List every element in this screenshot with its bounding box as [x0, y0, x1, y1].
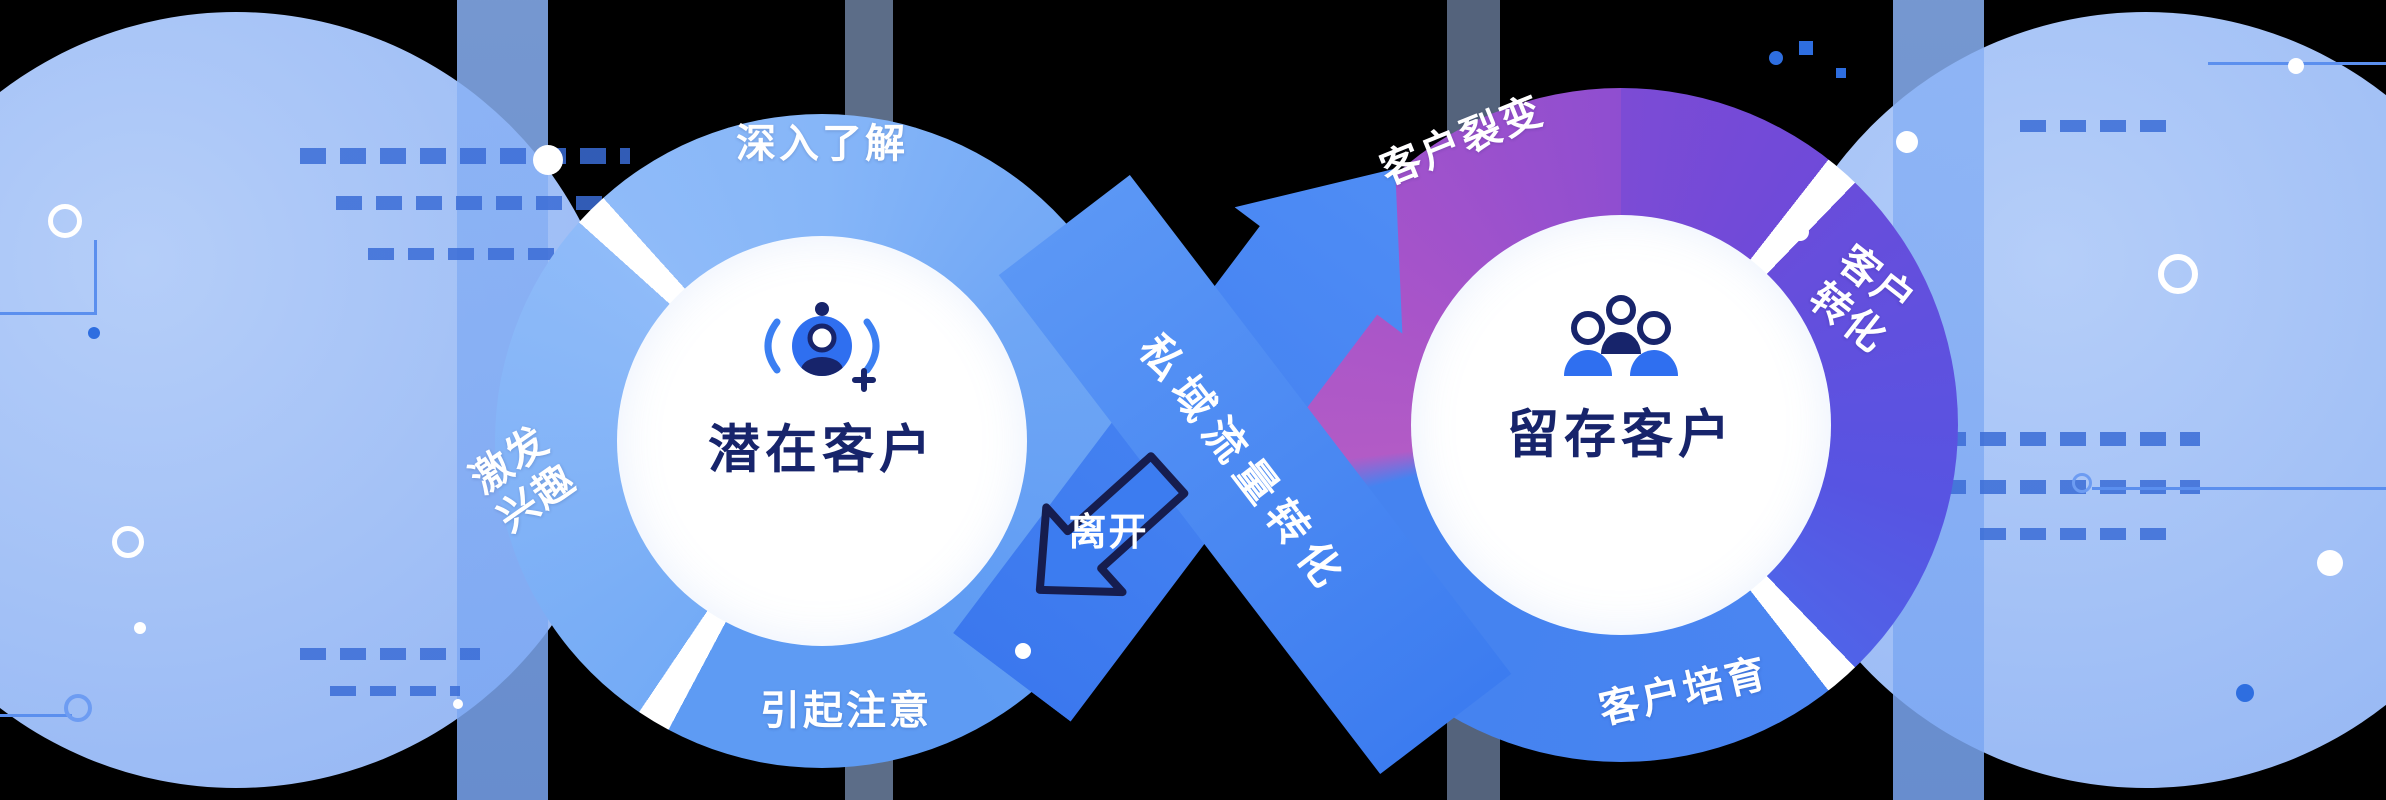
prospect-search-icon	[757, 300, 887, 404]
ring-notch-dot	[1791, 223, 1809, 241]
decor-ring	[112, 526, 144, 558]
decor-dot	[134, 622, 146, 634]
user-group-icon	[1546, 288, 1696, 392]
glitch-pixels	[1940, 480, 2200, 494]
leave-arrow: 离开	[982, 414, 1224, 653]
retention-center-label: 留存客户	[1490, 388, 1752, 472]
glitch-pixels	[336, 196, 606, 210]
segment-label-deep-understanding: 深入了解	[736, 121, 908, 167]
glitch-pixels	[300, 148, 630, 164]
circuit-line	[0, 312, 96, 315]
leave-arrow-label: 离开	[1068, 509, 1149, 554]
decor-dot	[533, 145, 563, 175]
glitch-pixels	[1980, 528, 2180, 540]
decor-dot	[1896, 131, 1918, 153]
decor-square	[1836, 68, 1846, 78]
decor-dot	[2317, 550, 2343, 576]
decor-dot	[2288, 58, 2304, 74]
decor-dot	[453, 699, 463, 709]
decor-ring	[2158, 254, 2198, 294]
circuit-line	[0, 714, 72, 717]
decor-dot	[1769, 51, 1783, 65]
decor-ring	[48, 204, 82, 238]
glitch-pixels	[1900, 432, 2200, 446]
leave-arrow-shape	[1035, 452, 1189, 597]
circuit-line	[2092, 487, 2386, 490]
glitch-pixels	[2020, 120, 2180, 132]
prospect-center-label: 潜在客户	[691, 403, 953, 487]
glitch-pixels	[300, 648, 480, 660]
glitch-pixels	[330, 686, 460, 696]
glitch-pixels	[368, 248, 578, 260]
decor-square	[1799, 41, 1813, 55]
circuit-line	[94, 240, 97, 315]
decor-ring	[64, 694, 92, 722]
ring-notch-dot	[1015, 643, 1031, 659]
decor-dot	[2236, 684, 2254, 702]
decor-ring	[2072, 473, 2092, 493]
segment-label-attract-attention: 引起注意	[760, 688, 932, 734]
decor-dot	[88, 327, 100, 339]
